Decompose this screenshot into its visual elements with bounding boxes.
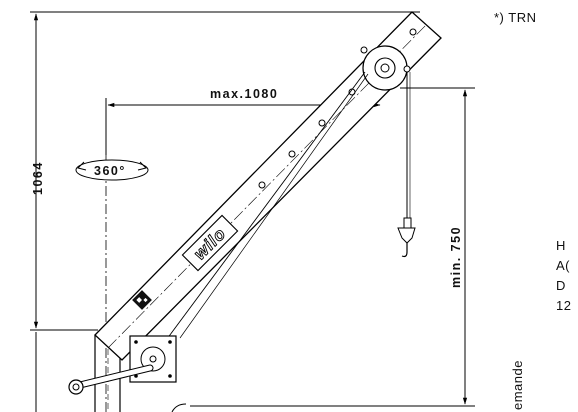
maker-badge: [132, 290, 152, 310]
right-note-4: 12: [556, 298, 571, 313]
reach-label: max.1080: [210, 87, 278, 101]
rotation-label: 360°: [94, 164, 126, 178]
base-foot: [171, 403, 187, 412]
right-note-1: H: [556, 238, 566, 253]
pulley: [360, 45, 411, 91]
winch-plate: [129, 335, 177, 383]
right-notes: H A( D 12: [556, 238, 571, 313]
footnote-text: *) TRN: [494, 10, 536, 25]
crank-handle[interactable]: [68, 364, 154, 395]
rotation-axis: 360°: [75, 150, 149, 412]
side-text: emande: [510, 360, 525, 410]
right-note-2: A(: [556, 258, 570, 273]
right-note-3: D: [556, 278, 566, 293]
height-label: 1064: [31, 161, 45, 195]
hook-drop-dimension: min. 750: [190, 87, 475, 407]
hook-drop-label: min. 750: [449, 226, 463, 288]
cable-and-hook: [137, 71, 416, 379]
height-dimension: 1064: [30, 11, 420, 412]
